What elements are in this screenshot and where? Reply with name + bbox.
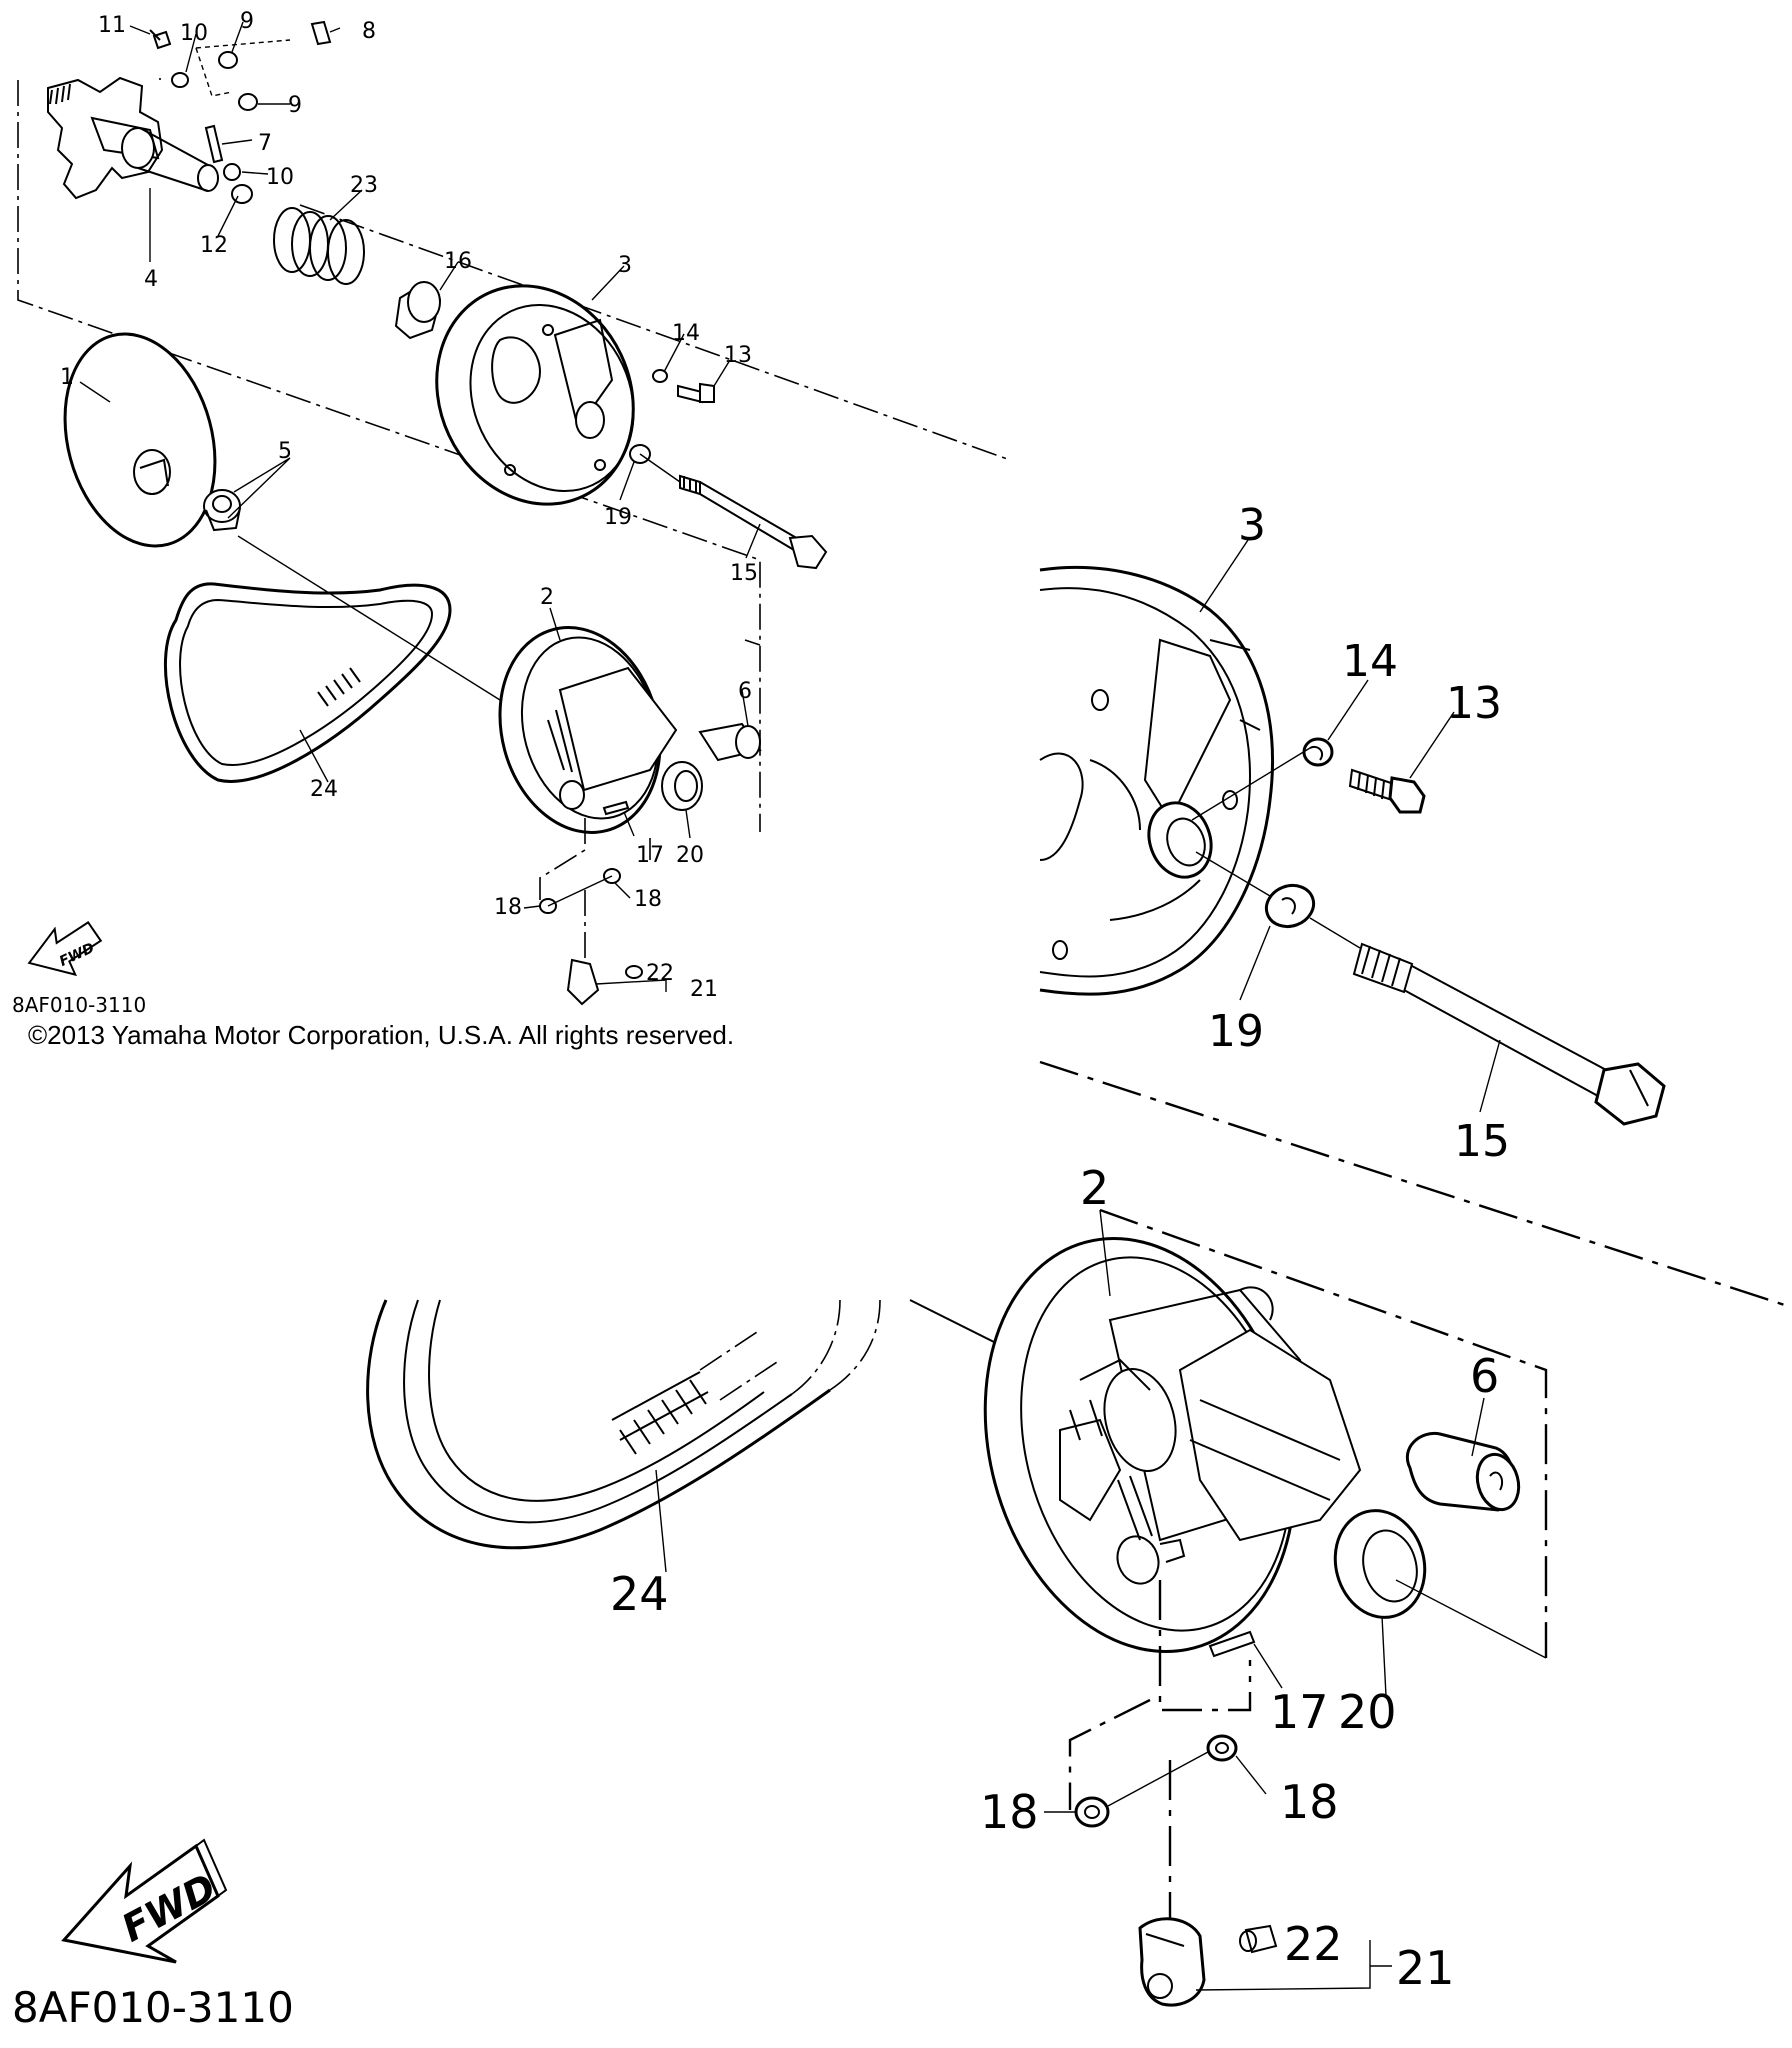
overview-label-4: 4 [144, 267, 158, 292]
part-5-collar [203, 489, 241, 532]
detail-bottom-label-6: 6 [1470, 1349, 1499, 1403]
part-13-bolt [677, 384, 703, 404]
detail-top-label-19: 19 [1208, 1006, 1264, 1057]
part-21-weight [566, 958, 600, 1006]
overview-label-3: 3 [618, 253, 632, 278]
part-9-collar-b [238, 93, 258, 111]
part-16-bushing [394, 281, 442, 340]
overview-label-15: 15 [730, 561, 758, 586]
detail-bottom-label-22: 22 [1284, 1917, 1343, 1971]
part-17-pin [602, 800, 630, 816]
overview-label-16: 16 [444, 249, 472, 274]
overview-label-22: 22 [646, 961, 674, 986]
detail-bottom-diagram: FWD 8AF010-3110 2 6 24 17 20 18 18 22 21 [12, 1161, 1548, 2032]
detail-bottom-label-18b: 18 [1280, 1775, 1339, 1829]
detail-top-label-15: 15 [1454, 1116, 1510, 1167]
overview-label-9a: 9 [240, 9, 254, 34]
detail-part-24-belt [366, 1299, 881, 1550]
detail-fwd-arrow: FWD [61, 1838, 228, 1964]
detail-bottom-label-17: 17 [1270, 1685, 1329, 1739]
part-10-nut-a [171, 72, 189, 88]
detail-top-diagram: 3 14 13 19 15 [1039, 500, 1792, 1309]
detail-part-13-bolt [1348, 768, 1426, 814]
overview-drawing-code: 8AF010-3110 [12, 993, 146, 1017]
detail-top-label-3: 3 [1238, 500, 1266, 551]
overview-label-18b: 18 [634, 887, 662, 912]
overview-label-11: 11 [98, 13, 126, 38]
overview-label-24: 24 [310, 777, 338, 802]
detail-part-6-bushing [1405, 1431, 1521, 1512]
part-23-spring [273, 207, 365, 285]
part-4-spider [47, 76, 219, 200]
overview-label-21: 21 [690, 977, 718, 1002]
part-14-washer [652, 369, 668, 383]
part-15-bolt [699, 481, 801, 551]
detail-bottom-label-24: 24 [610, 1567, 669, 1621]
detail-part-22-collar [1239, 1924, 1278, 1954]
detail-bottom-label-20: 20 [1338, 1685, 1397, 1739]
small-parts-7-12 [149, 20, 332, 204]
overview-label-6: 6 [738, 679, 752, 704]
detail-part-21-weight [1138, 1917, 1206, 2007]
part-24-belt [163, 582, 452, 783]
detail-bottom-label-21: 21 [1396, 1941, 1455, 1995]
detail-part-2-sheave [983, 1236, 1362, 1654]
detail-bottom-label-18a: 18 [980, 1785, 1039, 1839]
detail-drawing-code: 8AF010-3110 [12, 1983, 294, 2032]
parts-6-22-overview [539, 722, 762, 1006]
part-11-bolt [152, 30, 172, 50]
overview-label-10b: 10 [266, 165, 294, 190]
overview-label-17: 17 [636, 843, 664, 868]
overview-label-10a: 10 [180, 21, 208, 46]
detail-part-18-washer-b [1206, 1734, 1238, 1762]
overview-label-1: 1 [60, 365, 74, 390]
part-9-collar-a [218, 51, 238, 69]
part-10-nut-b [223, 163, 241, 181]
overview-label-18a: 18 [494, 895, 522, 920]
overview-label-19: 19 [604, 505, 632, 530]
part-1-sheave [63, 332, 217, 548]
overview-label-7: 7 [258, 131, 272, 156]
overview-label-13: 13 [724, 343, 752, 368]
overview-label-5: 5 [278, 439, 292, 464]
part-8-pin [310, 20, 332, 46]
detail-part-17-pin [1208, 1630, 1256, 1658]
part-3-cover [435, 284, 635, 506]
overview-label-23: 23 [350, 173, 378, 198]
copyright-notice: ©2013 Yamaha Motor Corporation, U.S.A. A… [28, 1020, 734, 1050]
detail-part-14-washer [1302, 737, 1334, 767]
part-12-collar [231, 184, 253, 204]
detail-part-20-seal [1333, 1509, 1547, 1659]
overview-label-14: 14 [672, 321, 700, 346]
part-2-sheave [498, 626, 678, 834]
overview-diagram: FWD 8AF010-3110 11 10 9 8 9 7 10 12 4 23… [12, 9, 1011, 1017]
parts-13-15-overview [629, 369, 828, 570]
detail-part-15-bolt [1352, 942, 1666, 1126]
overview-label-9b: 9 [288, 93, 302, 118]
part-7-pin [204, 124, 224, 164]
detail-top-label-14: 14 [1342, 636, 1398, 687]
part-22-collar [625, 965, 643, 979]
detail-part-18-washer-a [1074, 1796, 1110, 1828]
overview-fwd-arrow: FWD [27, 920, 103, 977]
overview-leader-lines [79, 21, 761, 909]
overview-boundary-left [17, 80, 761, 832]
detail-bottom-label-2: 2 [1080, 1161, 1109, 1215]
detail-part-19-washer [1264, 883, 1316, 929]
detail-top-label-13: 13 [1446, 678, 1502, 729]
overview-label-2: 2 [540, 585, 554, 610]
detail-part-3-cover [1039, 565, 1274, 996]
overview-label-12: 12 [200, 233, 228, 258]
overview-label-8: 8 [362, 19, 376, 44]
overview-label-20: 20 [676, 843, 704, 868]
